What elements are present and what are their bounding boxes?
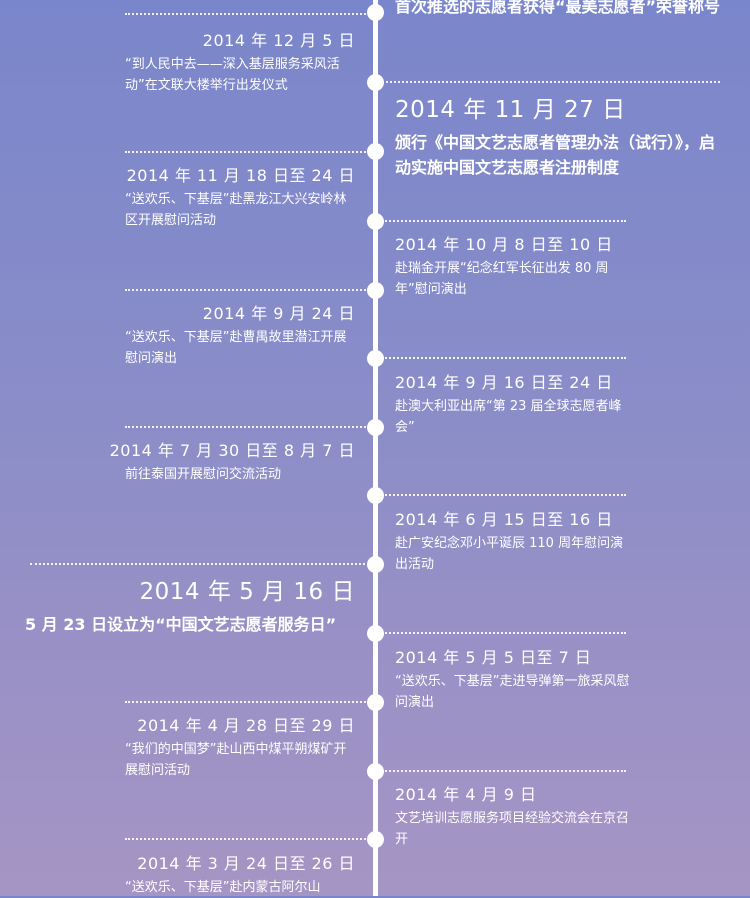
timeline-dot (367, 763, 384, 780)
timeline-event: 2014 年 4 月 9 日 文艺培训志愿服务项目经验交流会在京召开 (395, 784, 635, 850)
timeline-event: 2014 年 5 月 5 日至 7 日 “送欢乐、下基层”走进导弹第一旅采风慰问… (395, 647, 635, 713)
timeline-event: 2014 年 12 月 5 日 “到人民中去——深入基层服务采风活动”在文联大楼… (125, 30, 355, 96)
timeline-event: 2014 年 3 月 24 日至 26 日 “送欢乐、下基层”赴内蒙古阿尔山 (125, 853, 355, 898)
event-date: 2014 年 5 月 5 日至 7 日 (395, 648, 592, 667)
timeline-axis (373, 0, 378, 896)
timeline-event: 2014 年 10 月 8 日至 10 日 赴瑞金开展“纪念红军长征出发 80 … (395, 234, 635, 300)
event-date: 2014 年 11 月 18 日至 24 日 (126, 166, 355, 185)
timeline-dot (367, 694, 384, 711)
timeline-dot (367, 625, 384, 642)
event-date: 2014 年 9 月 24 日 (202, 304, 355, 323)
timeline-connector (125, 701, 373, 703)
event-desc: 文艺培训志愿服务项目经验交流会在京召开 (395, 811, 630, 847)
timeline-connector (125, 13, 373, 15)
timeline-connector (125, 151, 373, 153)
event-desc: “送欢乐、下基层”赴曹禺故里潜江开展慰问演出 (125, 330, 347, 366)
event-desc: 首次推选的志愿者获得“最美志愿者”荣誉称号 (395, 0, 721, 16)
timeline-dot (367, 831, 384, 848)
timeline-connector (125, 838, 373, 840)
timeline-connector (378, 220, 626, 222)
event-desc: 赴广安纪念邓小平诞辰 110 周年慰问演出活动 (395, 536, 624, 572)
event-desc: 赴澳大利亚出席“第 23 届全球志愿者峰会” (395, 399, 622, 435)
timeline-dot (367, 350, 384, 367)
timeline-event: 2014 年 5 月 16 日 5 月 23 日设立为“中国文艺志愿者服务日” (25, 576, 355, 637)
timeline-connector (378, 494, 626, 496)
timeline-event: 2014 年 6 月 15 日至 16 日 赴广安纪念邓小平诞辰 110 周年慰… (395, 509, 635, 575)
event-desc: “到人民中去——深入基层服务采风活动”在文联大楼举行出发仪式 (125, 57, 340, 93)
event-desc: 前往泰国开展慰问交流活动 (125, 467, 282, 482)
timeline-connector (125, 426, 373, 428)
event-desc: “送欢乐、下基层”走进导弹第一旅采风慰问演出 (395, 674, 630, 710)
timeline-dot (367, 4, 384, 21)
event-date: 2014 年 5 月 16 日 (139, 579, 355, 605)
event-desc: “我们的中国梦”赴山西中煤平朔煤矿开展慰问活动 (125, 742, 347, 778)
event-date: 2014 年 4 月 28 日至 29 日 (137, 716, 355, 735)
event-date: 2014 年 10 月 8 日至 10 日 (395, 235, 613, 254)
event-date: 2014 年 9 月 16 日至 24 日 (395, 373, 613, 392)
event-date: 2014 年 11 月 27 日 (395, 97, 626, 123)
event-date: 2014 年 7 月 30 日至 8 月 7 日 (109, 441, 355, 460)
event-date: 2014 年 4 月 9 日 (395, 785, 537, 804)
timeline-event: 2014 年 11 月 27 日 颁行《中国文艺志愿者管理办法（试行）》，启动实… (395, 94, 725, 180)
timeline-event: 2014 年 4 月 28 日至 29 日 “我们的中国梦”赴山西中煤平朔煤矿开… (125, 715, 355, 781)
event-desc: “送欢乐、下基层”赴内蒙古阿尔山 (125, 880, 321, 895)
event-date: 2014 年 12 月 5 日 (202, 31, 355, 50)
timeline-dot (367, 143, 384, 160)
timeline-connector (378, 770, 626, 772)
timeline-connector (378, 632, 626, 634)
timeline-dot (367, 556, 384, 573)
timeline-connector (378, 357, 626, 359)
timeline-dot (367, 282, 384, 299)
timeline-dot (367, 213, 384, 230)
timeline-connector (378, 81, 720, 83)
timeline-connector (30, 563, 373, 565)
timeline-event: 2014 年 11 月 18 日至 24 日 “送欢乐、下基层”赴黑龙江大兴安岭… (125, 165, 355, 231)
event-date: 2014 年 3 月 24 日至 26 日 (137, 854, 355, 873)
event-desc: “送欢乐、下基层”赴黑龙江大兴安岭林区开展慰问活动 (125, 192, 347, 228)
event-desc: 颁行《中国文艺志愿者管理办法（试行）》，启动实施中国文艺志愿者注册制度 (395, 133, 716, 177)
timeline-event: 2014 年 7 月 30 日至 8 月 7 日 前往泰国开展慰问交流活动 (110, 440, 355, 485)
timeline-connector (125, 289, 373, 291)
event-desc: 赴瑞金开展“纪念红军长征出发 80 周年”慰问演出 (395, 261, 609, 297)
timeline-event: 2014 年 9 月 24 日 “送欢乐、下基层”赴曹禺故里潜江开展慰问演出 (125, 303, 355, 369)
timeline-event: 2014 年 9 月 16 日至 24 日 赴澳大利亚出席“第 23 届全球志愿… (395, 372, 635, 438)
event-desc: 5 月 23 日设立为“中国文艺志愿者服务日” (25, 615, 337, 634)
event-date: 2014 年 6 月 15 日至 16 日 (395, 510, 613, 529)
timeline-dot (367, 74, 384, 91)
timeline-dot (367, 419, 384, 436)
timeline-dot (367, 487, 384, 504)
